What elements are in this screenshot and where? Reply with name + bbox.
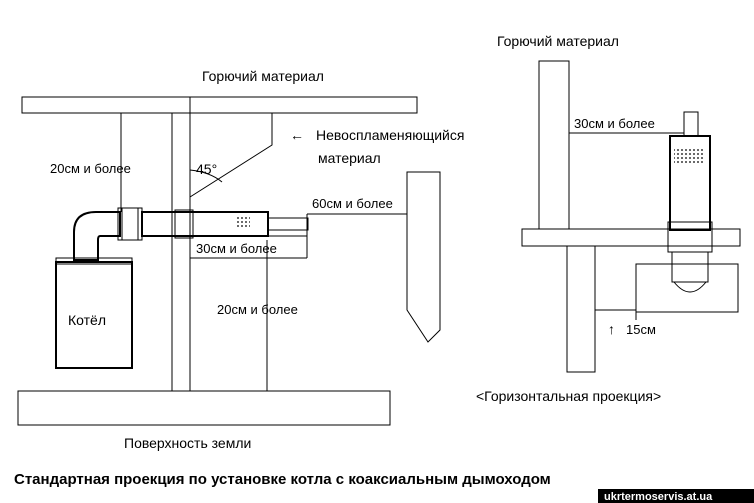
right-horizontal-projection: Горючий материал 30см и более ↑ 15см <Го… <box>476 33 741 404</box>
label-20cm-bottom: 20см и более <box>217 302 298 317</box>
label-arrow-left: ← <box>290 127 304 143</box>
watermark: ukrtermoservis.at.ua <box>598 489 754 503</box>
label-boiler: Котёл <box>68 312 106 328</box>
label-30cm-left: 30см и более <box>196 241 277 256</box>
diagram-title: Стандартная проекция по установке котла … <box>14 471 551 488</box>
label-30cm-right: 30см и более <box>574 116 655 131</box>
label-nonflammable-1: Невоспламеняющийся <box>316 127 464 143</box>
boiler-body <box>55 261 133 369</box>
label-15cm: 15см <box>626 322 656 337</box>
stone-floor <box>17 390 391 426</box>
label-20cm-top: 20см и более <box>50 161 131 176</box>
label-horizontal-projection: <Горизонтальная проекция> <box>476 388 661 404</box>
vertical-coaxial-pipe <box>669 135 711 231</box>
stone-ceiling <box>21 96 191 114</box>
label-combustible-left: Горючий материал <box>202 68 324 84</box>
combustible-ceiling <box>189 96 418 114</box>
nonflammable-shield <box>189 112 273 198</box>
combustible-column-bottom <box>566 245 596 373</box>
right-hatched-wall <box>406 171 441 343</box>
combustible-column-top <box>538 60 570 230</box>
label-combustible-right: Горючий материал <box>497 33 619 49</box>
boiler-outline-top <box>635 263 739 313</box>
left-elevation-view: Горючий материал ← Невоспламеняющийся ма… <box>17 68 464 451</box>
label-angle: 45° <box>196 161 217 177</box>
label-60cm: 60см и более <box>312 196 393 211</box>
stone-wall <box>171 112 191 392</box>
stone-slab-right <box>521 228 741 247</box>
watermark-text: ukrtermoservis.at.ua <box>604 491 713 503</box>
label-arrow-up: ↑ <box>608 321 615 337</box>
label-ground: Поверхность земли <box>124 435 251 451</box>
label-nonflammable-2: материал <box>318 150 381 166</box>
